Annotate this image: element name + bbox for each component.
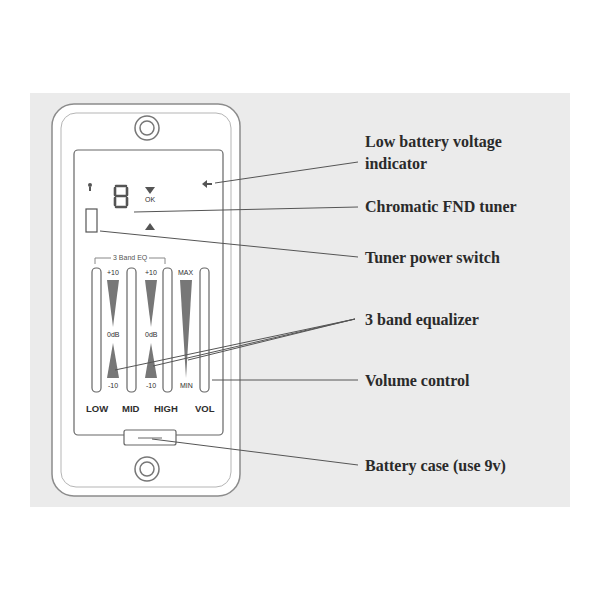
callout-label: Low battery voltage indicator [365,131,545,175]
scale-label: -10 [108,382,118,390]
control-label: VOL [195,404,215,414]
battery-case [124,430,176,445]
scale-label: 0dB [145,331,157,339]
group-label: 3 Band EQ [111,254,149,262]
scale-label: +10 [145,269,157,277]
callout-label: Battery case (use 9v) [365,455,506,477]
slider-slots [92,268,209,392]
control-label: HIGH [154,404,178,414]
scale-label: -10 [146,382,156,390]
scale-label: MIN [180,382,193,390]
power-switch [86,209,97,232]
scale-label: MAX [178,269,193,277]
housing [52,104,240,496]
background-panel [30,93,570,507]
callout-label: Tuner power switch [365,247,500,269]
callout-label: Chromatic FND tuner [365,196,517,218]
scale-label: 0dB [107,331,119,339]
leader-lines [100,162,358,465]
slider-scales [107,280,192,378]
callout-label: Volume control [365,370,469,392]
control-panel [74,150,223,435]
tuner-indicators [88,180,212,230]
control-label: LOW [86,404,108,414]
scale-label: +10 [107,269,119,277]
control-label: MID [122,404,139,414]
callout-label: 3 band equalizer [365,309,479,331]
tuner-display [115,186,127,207]
housing-rim [61,113,231,487]
indicator-label: OK [145,196,155,204]
